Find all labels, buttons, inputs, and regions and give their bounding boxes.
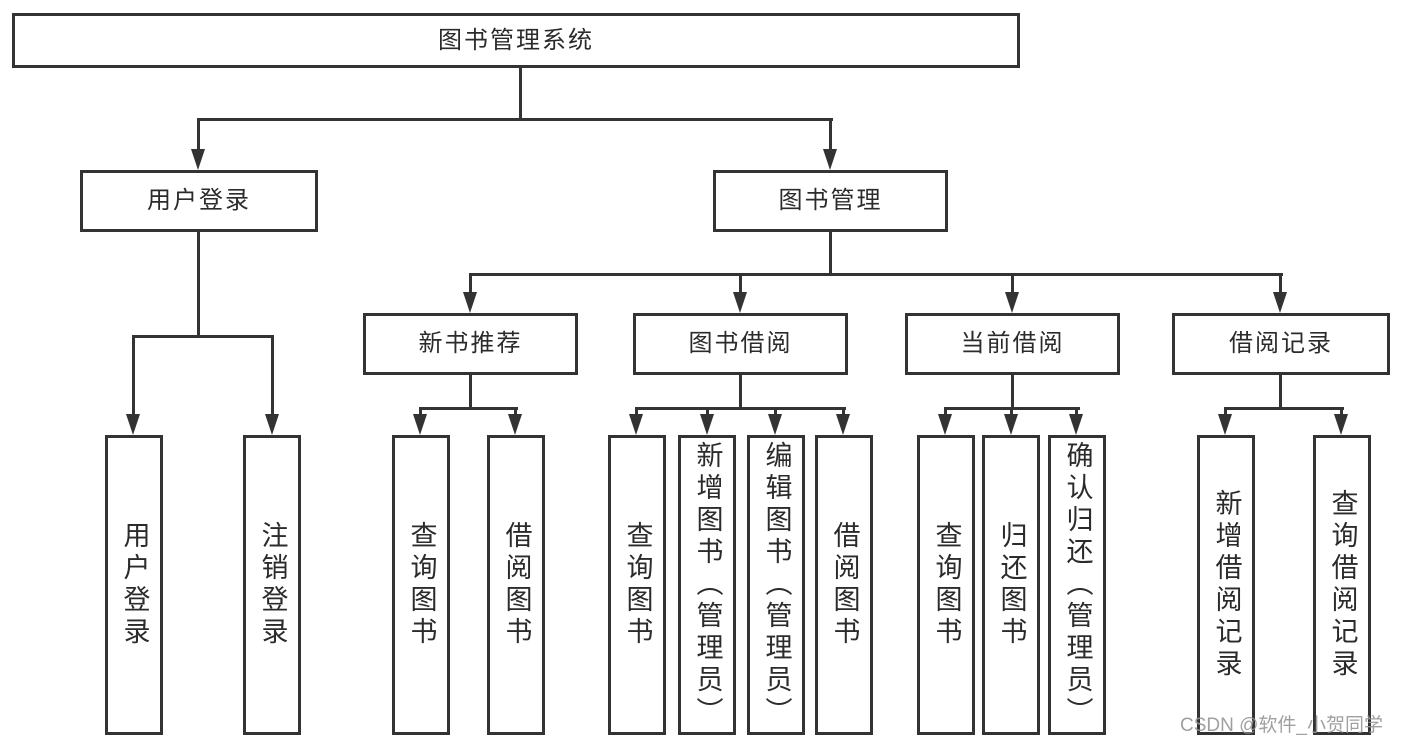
node-root-label: 图书管理系统 — [438, 26, 594, 54]
connector-line — [1224, 407, 1344, 410]
connector-line — [635, 407, 638, 417]
connector-line — [1011, 375, 1014, 407]
arrow-down-icon — [1334, 414, 1348, 435]
node-user-login-label: 用户登录 — [147, 187, 251, 214]
leaf-bb-query-book: 查询图书 — [608, 435, 666, 735]
connector-line — [197, 118, 200, 152]
leaf-br-query-record: 查询借阅记录 — [1313, 435, 1371, 735]
connector-line — [635, 407, 846, 410]
arrow-down-icon — [413, 414, 427, 435]
node-root: 图书管理系统 — [12, 13, 1020, 68]
node-user-login: 用户登录 — [80, 170, 318, 232]
connector-line — [1011, 273, 1014, 295]
arrow-down-icon — [938, 414, 952, 435]
connector-line — [774, 407, 777, 417]
leaf-cb-return-book: 归还图书 — [982, 435, 1040, 735]
node-book-borrowing: 图书借阅 — [633, 313, 848, 375]
arrow-down-icon — [733, 292, 747, 313]
connector-line — [519, 68, 522, 118]
connector-line — [469, 273, 1283, 276]
leaf-br-add-record: 新增借阅记录 — [1197, 435, 1255, 735]
leaf-bb-add-book-admin-label: 新增图书（管理员） — [692, 441, 723, 729]
leaf-logout: 注销登录 — [243, 435, 301, 735]
connector-line — [739, 375, 742, 407]
connector-line — [1279, 273, 1282, 295]
arrow-down-icon — [126, 414, 140, 435]
leaf-bb-borrow-book: 借阅图书 — [815, 435, 873, 735]
arrow-down-icon — [823, 149, 837, 170]
leaf-bb-query-book-label: 查询图书 — [622, 521, 653, 649]
arrow-down-icon — [508, 414, 522, 435]
arrow-down-icon — [463, 292, 477, 313]
leaf-br-add-record-label: 新增借阅记录 — [1211, 489, 1242, 681]
leaf-nb-query-book-label: 查询图书 — [406, 521, 437, 649]
connector-line — [132, 335, 135, 416]
node-new-book-recommend: 新书推荐 — [363, 313, 578, 375]
leaf-nb-borrow-book: 借阅图书 — [487, 435, 545, 735]
leaf-cb-confirm-return-admin: 确认归还（管理员） — [1048, 435, 1106, 735]
node-current-borrowing: 当前借阅 — [905, 313, 1120, 375]
leaf-br-query-record-label: 查询借阅记录 — [1327, 489, 1358, 681]
node-borrow-records: 借阅记录 — [1172, 313, 1390, 375]
connector-line — [1075, 407, 1078, 417]
connector-line — [1340, 407, 1343, 417]
leaf-cb-confirm-return-admin-label: 确认归还（管理员） — [1062, 441, 1093, 729]
leaf-nb-query-book: 查询图书 — [392, 435, 450, 735]
arrow-down-icon — [1273, 292, 1287, 313]
connector-line — [514, 407, 517, 417]
connector-line — [829, 232, 832, 273]
leaf-bb-edit-book-admin-label: 编辑图书（管理员） — [761, 441, 792, 729]
node-book-borrowing-label: 图书借阅 — [688, 330, 793, 357]
connector-line — [842, 407, 845, 417]
arrow-down-icon — [191, 149, 205, 170]
node-book-management-label: 图书管理 — [778, 187, 883, 214]
connector-line — [197, 232, 200, 335]
arrow-down-icon — [629, 414, 643, 435]
connector-line — [469, 375, 472, 407]
connector-line — [1010, 407, 1013, 417]
leaf-cb-query-book-label: 查询图书 — [931, 521, 962, 649]
node-current-borrowing-label: 当前借阅 — [960, 330, 1065, 357]
leaf-logout-label: 注销登录 — [257, 521, 288, 649]
node-new-book-recommend-label: 新书推荐 — [418, 330, 523, 357]
leaf-bb-borrow-book-label: 借阅图书 — [829, 521, 860, 649]
arrow-down-icon — [700, 414, 714, 435]
connector-line — [706, 407, 709, 417]
connector-line — [419, 407, 422, 417]
connector-line — [829, 118, 832, 152]
arrow-down-icon — [1004, 414, 1018, 435]
leaf-user-login: 用户登录 — [105, 435, 163, 735]
arrow-down-icon — [836, 414, 850, 435]
connector-line — [132, 335, 274, 338]
arrow-down-icon — [1218, 414, 1232, 435]
connector-line — [739, 273, 742, 295]
connector-line — [1279, 375, 1282, 407]
connector-line — [944, 407, 947, 417]
leaf-user-login-label: 用户登录 — [119, 521, 150, 649]
node-book-management: 图书管理 — [713, 170, 948, 232]
leaf-nb-borrow-book-label: 借阅图书 — [501, 521, 532, 649]
node-borrow-records-label: 借阅记录 — [1229, 330, 1333, 357]
connector-line — [197, 118, 833, 121]
arrow-down-icon — [1069, 414, 1083, 435]
connector-line — [1224, 407, 1227, 417]
leaf-bb-add-book-admin: 新增图书（管理员） — [678, 435, 736, 735]
leaf-bb-edit-book-admin: 编辑图书（管理员） — [747, 435, 805, 735]
arrow-down-icon — [265, 414, 279, 435]
csdn-watermark: CSDN @软件_小贺同学 — [1180, 715, 1383, 736]
arrow-down-icon — [1005, 292, 1019, 313]
arrow-down-icon — [768, 414, 782, 435]
connector-line — [469, 273, 472, 295]
leaf-cb-query-book: 查询图书 — [917, 435, 975, 735]
connector-line — [271, 335, 274, 416]
leaf-cb-return-book-label: 归还图书 — [996, 521, 1027, 649]
connector-line — [419, 407, 518, 410]
